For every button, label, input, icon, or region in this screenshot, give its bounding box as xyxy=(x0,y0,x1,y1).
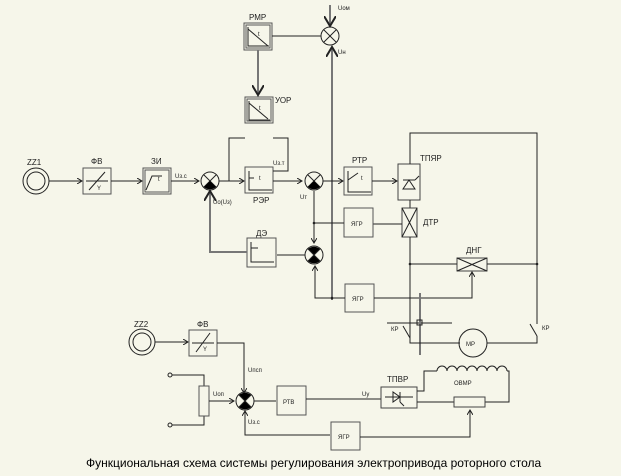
zi-glyph: t xyxy=(158,177,160,183)
ovmr-label: ОВМР xyxy=(454,381,472,387)
signal-ut: Uт xyxy=(300,195,307,201)
rmr-glyph: t xyxy=(258,32,260,38)
block-rtv[interactable]: РТВ xyxy=(276,385,307,416)
de-label: ДЭ xyxy=(256,229,267,238)
signal-uy: Uу xyxy=(362,392,369,398)
rtv-label: РТВ xyxy=(283,400,294,406)
block-rer[interactable]: t РЭР xyxy=(244,166,274,205)
signal-unsp: Uпсп xyxy=(248,368,262,374)
zz2-label: ZZ2 xyxy=(134,320,149,329)
zz1-label: ZZ1 xyxy=(27,158,42,167)
zi-label: ЗИ xyxy=(151,157,162,166)
block-tpyar[interactable]: ТПЯР xyxy=(397,154,442,201)
block-dtr[interactable]: ДТР xyxy=(401,207,439,238)
summing-junction-top xyxy=(320,26,340,46)
fv1-label: ФВ xyxy=(91,157,102,166)
contact-kr-right[interactable]: КР xyxy=(529,323,550,337)
tpyar-label: ТПЯР xyxy=(420,154,442,163)
block-de[interactable]: ДЭ xyxy=(246,229,277,268)
block-fv-2[interactable]: Y ФВ xyxy=(188,320,218,357)
block-fv-1[interactable]: Y ФВ xyxy=(82,157,112,195)
diagram-caption: Функциональная схема системы регулирован… xyxy=(86,456,542,470)
block-tpvr[interactable]: ТПВР xyxy=(380,375,418,409)
signal-uom: Uом xyxy=(338,6,350,12)
signal-un: Uн xyxy=(338,50,346,56)
signal-uop: Uоп xyxy=(213,392,224,398)
summing-junction-bottom xyxy=(235,391,255,411)
contact-kr-left[interactable]: КР xyxy=(391,325,411,339)
uor-glyph: t xyxy=(259,106,261,112)
summing-junction-1 xyxy=(200,171,220,191)
signal-uzs: Uз.с xyxy=(175,174,187,180)
rmr-label: РМР xyxy=(249,13,266,22)
block-uor[interactable]: t УОР xyxy=(244,96,291,124)
block-dng[interactable]: ДНГ xyxy=(456,246,488,272)
ygr2-label: ЯГР xyxy=(352,297,364,303)
kr-right-label: КР xyxy=(542,326,550,332)
uor-label: УОР xyxy=(275,96,291,105)
signal-uzs-2: Uз.с xyxy=(248,420,260,426)
rtr-label: РТР xyxy=(352,156,367,165)
fv2-glyph: Y xyxy=(203,347,207,353)
setpoint-zz2[interactable]: ZZ2 xyxy=(128,320,156,356)
rer-glyph: t xyxy=(259,176,261,182)
ygr3-label: ЯГР xyxy=(338,435,350,441)
block-zi[interactable]: t ЗИ xyxy=(142,157,172,195)
summing-junction-2 xyxy=(304,171,324,191)
block-ygr-2[interactable]: ЯГР xyxy=(344,283,375,313)
fv1-glyph: Y xyxy=(97,186,101,192)
signal-uos: Uо(Uз) xyxy=(213,200,232,206)
block-rmr[interactable]: t РМР xyxy=(243,13,273,51)
signal-uzt: Uз.т xyxy=(273,161,285,167)
potentiometer[interactable] xyxy=(167,372,210,428)
dng-label: ДНГ xyxy=(466,246,482,255)
dtr-label: ДТР xyxy=(423,218,439,227)
ygr1-label: ЯГР xyxy=(351,222,363,228)
block-ygr-3[interactable]: ЯГР xyxy=(330,421,361,451)
setpoint-zz1[interactable]: ZZ1 xyxy=(22,158,50,195)
field-rheostat[interactable] xyxy=(453,396,486,408)
block-ygr-1[interactable]: ЯГР xyxy=(343,207,374,238)
kr-left-label: КР xyxy=(391,327,399,333)
winding-ovmr[interactable]: ОВМР xyxy=(436,365,508,387)
mr-label: МР xyxy=(466,342,475,348)
block-rtr[interactable]: t РТР xyxy=(343,156,373,196)
tpvr-label: ТПВР xyxy=(387,375,408,384)
motor-mr[interactable]: МР xyxy=(458,328,488,358)
fv2-label: ФВ xyxy=(197,320,208,329)
rer-label: РЭР xyxy=(253,196,269,205)
summing-junction-3 xyxy=(304,245,324,265)
rtr-glyph: t xyxy=(361,176,363,182)
